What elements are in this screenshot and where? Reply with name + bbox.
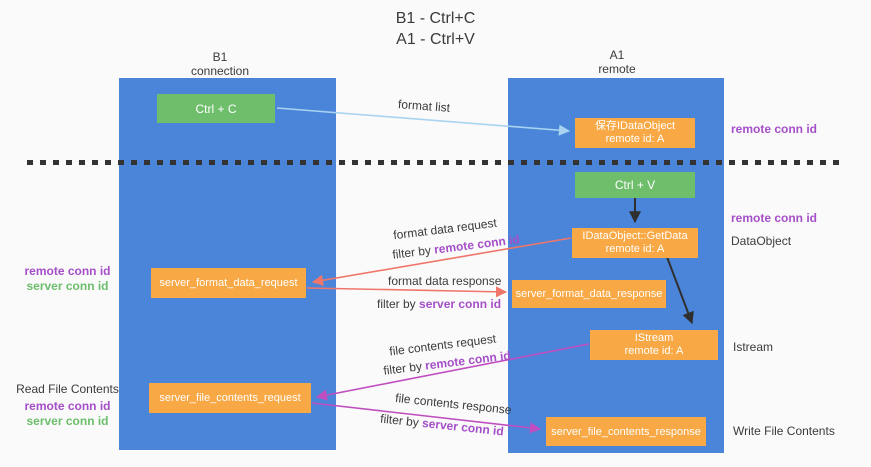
remote-conn-id-label-mid: remote conn id	[731, 211, 818, 225]
ctrl-c-box: Ctrl + C	[157, 94, 275, 123]
left-conn-id-group-2: Read File Contents remote conn id server…	[16, 382, 119, 428]
save-dataobject-box: 保存IDataObject remote id: A	[575, 118, 695, 148]
dashed-separator	[27, 160, 845, 165]
istream-box: IStream remote id: A	[590, 330, 718, 360]
read-file-contents-label: Read File Contents	[16, 382, 119, 396]
server-format-data-request-box: server_format_data_request	[151, 268, 306, 298]
server-file-contents-request-box: server_file_contents_request	[149, 383, 311, 413]
title-line-1: B1 - Ctrl+C	[395, 10, 476, 27]
dataobject-label: DataObject	[731, 234, 792, 248]
remote-conn-id-label-top: remote conn id	[731, 122, 818, 136]
format-response-arrow	[306, 286, 508, 298]
istream-label: Istream	[733, 340, 774, 354]
server-file-contents-response-box: server_file_contents_response	[546, 417, 706, 446]
title-line-2: A1 - Ctrl+V	[396, 31, 475, 48]
ctrl-v-box: Ctrl + V	[575, 172, 695, 198]
right-lane-header: A1 remote	[598, 48, 636, 76]
left-lane-header: B1 connection	[190, 50, 250, 78]
diagram-title: B1 - Ctrl+C A1 - Ctrl+V	[0, 8, 871, 50]
format-data-response-label: format data response	[388, 274, 502, 288]
format-list-label: format list	[397, 97, 451, 115]
left-conn-id-group-1: remote conn id server conn id	[24, 264, 111, 293]
filter-by-server-conn-id-label-1: filter by server conn id	[377, 297, 502, 311]
filter-by-server-conn-id-label-2: filter by server conn id	[379, 411, 505, 439]
server-format-data-response-box: server_format_data_response	[512, 280, 666, 308]
getdata-box: IDataObject::GetData remote id: A	[572, 228, 698, 258]
write-file-contents-label: Write File Contents	[733, 424, 835, 438]
file-contents-response-label: file contents response	[394, 390, 513, 418]
